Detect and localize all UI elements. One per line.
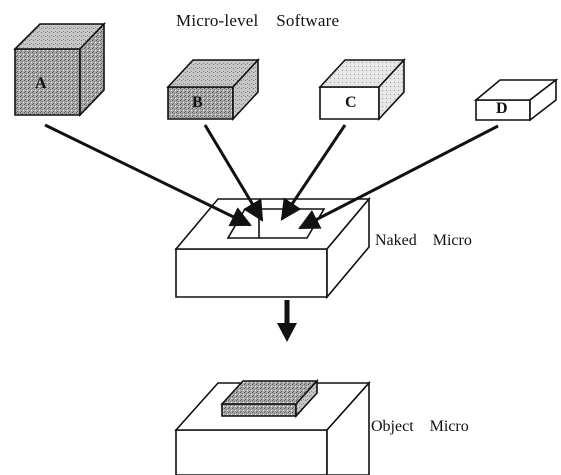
module-d-cube <box>473 78 559 122</box>
connection-arrows <box>44 123 499 230</box>
object-micro-chip <box>220 378 319 419</box>
down-arrow <box>277 300 297 342</box>
module-b-cube <box>166 57 260 122</box>
naked-micro-label: Naked Micro <box>375 232 472 249</box>
module-b-label: B <box>192 94 203 111</box>
arrow-b <box>203 124 264 222</box>
arrow-d <box>298 124 499 230</box>
module-a-label: A <box>35 75 47 92</box>
arrow-a <box>44 123 252 227</box>
module-c-label: C <box>345 94 357 111</box>
module-a-cube <box>13 22 106 117</box>
naked-micro-box <box>174 196 371 300</box>
module-d-label: D <box>496 100 508 117</box>
module-c-cube <box>318 57 406 122</box>
object-micro-label: Object Micro <box>371 418 469 435</box>
diagram-title: Micro-level Software <box>176 11 340 30</box>
arrow-c <box>280 124 347 221</box>
